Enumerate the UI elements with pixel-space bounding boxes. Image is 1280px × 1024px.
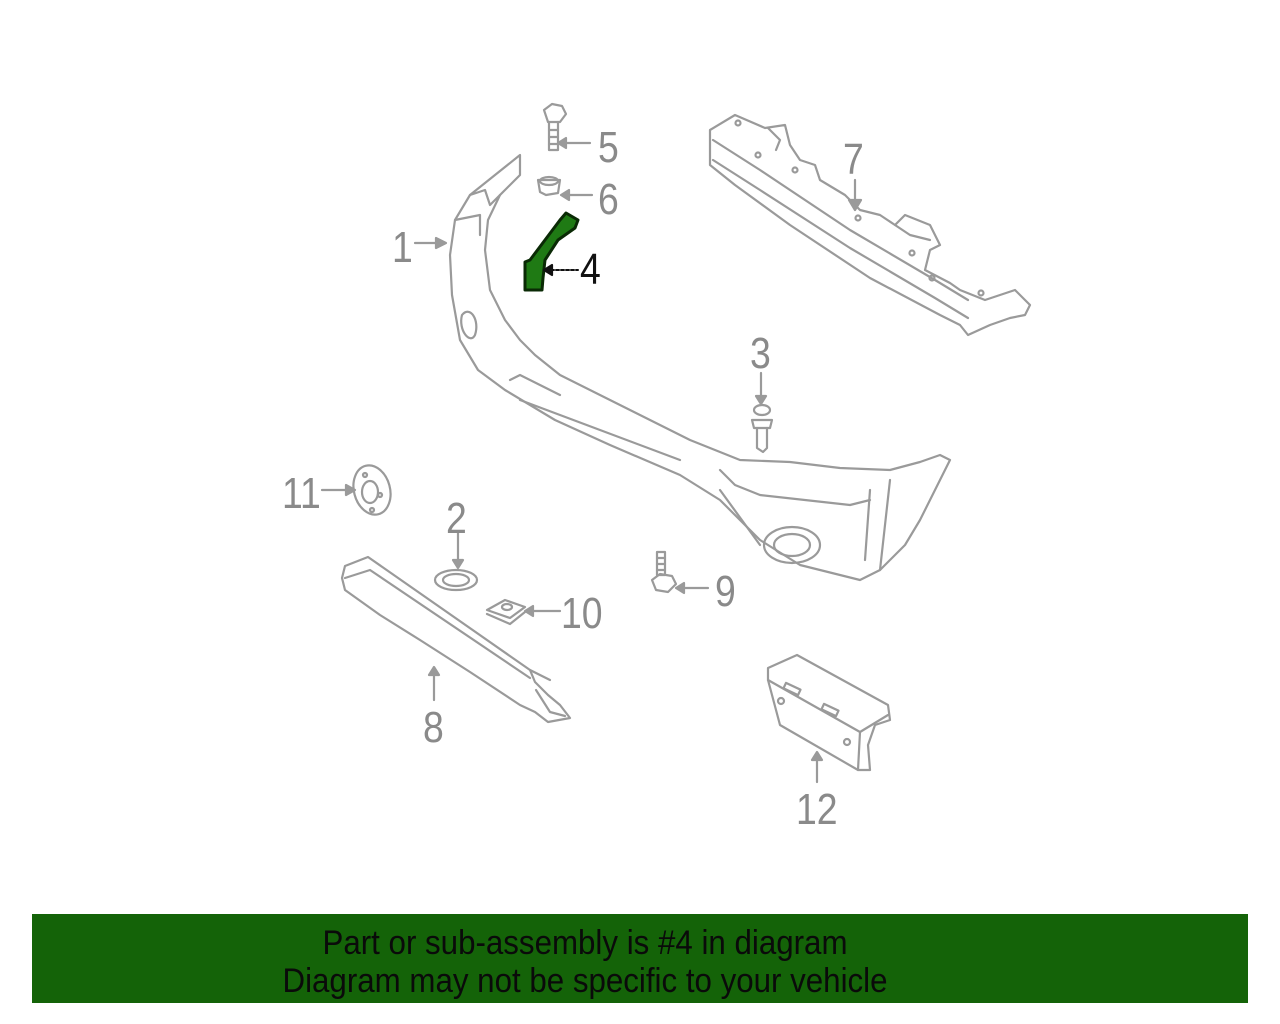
callout-3: 3 [750,329,771,378]
u-nut-part [485,598,562,626]
callout-8: 8 [423,703,444,752]
reinforcement-bar-part [708,113,1032,337]
callout-10: 10 [561,589,603,638]
diagram-drawing [320,102,1032,784]
callout-5: 5 [598,123,619,172]
washer-grommet-part [433,531,479,592]
callout-9: 9 [715,567,736,616]
callout-7: 7 [843,135,864,184]
banner-line-part-number: Part or sub-assembly is #4 in diagram [322,924,848,962]
license-plate-bracket-part [766,653,892,784]
nut-clip-part [536,175,594,202]
callout-12: 12 [796,785,838,834]
callout-4: 4 [580,245,601,294]
bolt-part [542,102,592,152]
push-clip-part [750,371,774,454]
info-banner: Part or sub-assembly is #4 in diagram Di… [32,914,1248,1003]
retainer-washer-part [320,464,392,516]
bracket-part-highlighted [523,211,580,292]
bumper-cover-part [413,153,952,582]
lower-spoiler-part [340,555,572,724]
parts-diagram: 1 2 3 4 5 6 7 8 9 10 11 12 [282,102,1032,834]
callout-1: 1 [392,223,413,272]
bolt-flange-part [650,550,710,595]
callout-6: 6 [598,175,619,224]
callout-11: 11 [282,469,321,518]
callout-2: 2 [446,494,467,543]
banner-line-disclaimer: Diagram may not be specific to your vehi… [282,962,888,1000]
